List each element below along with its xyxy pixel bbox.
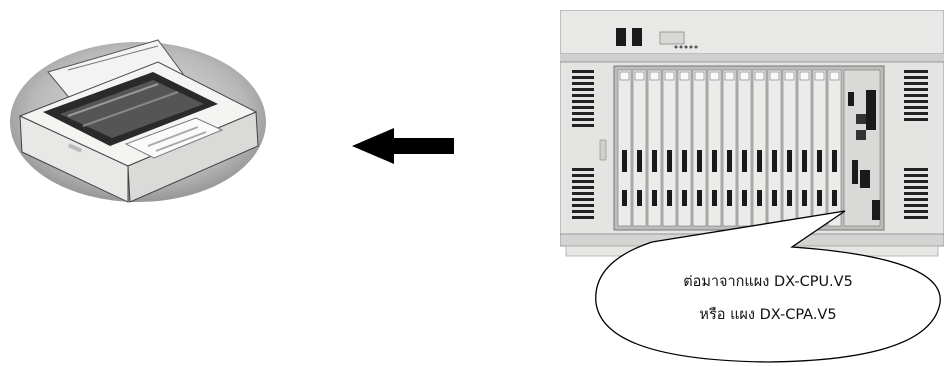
arrow-left-icon	[352, 128, 454, 164]
callout-bubble: ต่อมาจากแผง DX-CPU.V5 หรือ แผง DX-CPA.V5	[590, 200, 946, 366]
callout-text-line-2: หรือ แผง DX-CPA.V5	[590, 303, 946, 326]
dot-matrix-printer-icon	[8, 34, 268, 204]
callout-text-line-1: ต่อมาจากแผง DX-CPU.V5	[590, 270, 946, 293]
